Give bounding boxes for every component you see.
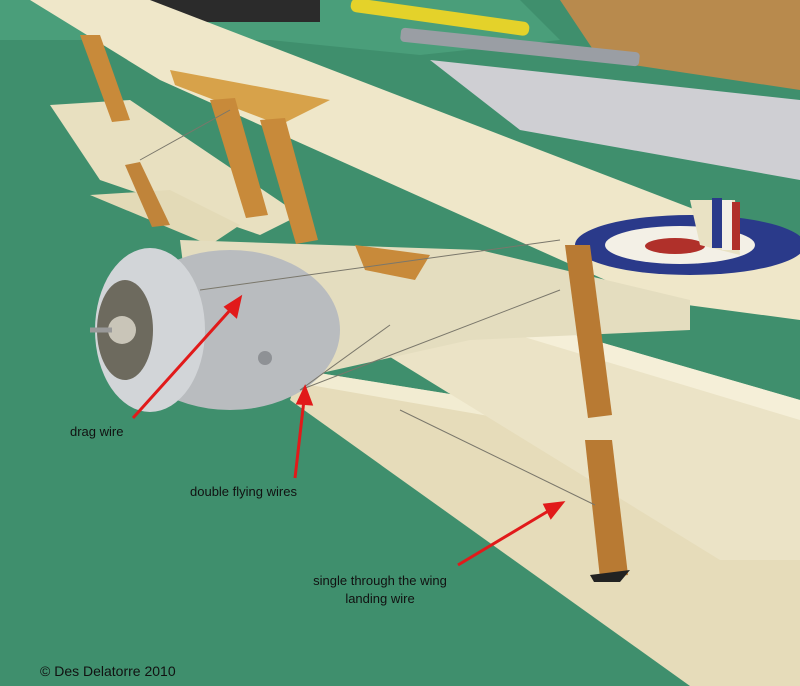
- cowling-bolt: [258, 351, 272, 365]
- drag-wire-label: drag wire: [70, 424, 124, 439]
- landing-wire-arrow: [457, 508, 551, 567]
- strut-center-1: [210, 98, 268, 218]
- strut-right-upper: [565, 245, 612, 418]
- drag-wire-arrowhead: [223, 294, 243, 319]
- double-flying-wires-label: double flying wires: [190, 484, 297, 499]
- strut-center-2: [260, 118, 318, 244]
- strut-right-lower: [585, 440, 628, 578]
- tail-stripe-white: [722, 200, 732, 250]
- landing-wire-label-line2: landing wire: [345, 591, 415, 606]
- cockpit-coaming: [355, 245, 430, 280]
- strut-foot: [590, 570, 630, 582]
- flying-wires-arrowhead: [295, 384, 314, 406]
- tail-stripe-blue: [712, 198, 722, 248]
- strut-left-upper: [80, 35, 130, 122]
- drag-wire-arrow: [131, 306, 234, 420]
- engine-hub: [108, 316, 136, 344]
- yellow-tool-handle: [350, 0, 530, 36]
- top-wing-patch: [170, 70, 330, 125]
- landing-wire-label: single through the wing landing wire: [290, 572, 470, 608]
- strut-left-lower: [125, 162, 170, 227]
- landing-wire-arrowhead: [542, 501, 566, 520]
- metal-file: [400, 27, 640, 67]
- roundel-red-center: [645, 238, 705, 254]
- annotation-arrows: [131, 294, 566, 567]
- left-middle-wing: [50, 100, 300, 235]
- rigging-wires: [139, 109, 596, 506]
- workbench-paper: [430, 60, 800, 180]
- tail-stripe-red: [732, 202, 740, 250]
- wooden-ruler: [560, 0, 800, 90]
- flying-wires-arrow: [293, 399, 306, 479]
- landing-wire-label-line1: single through the wing: [313, 573, 447, 588]
- copyright-notice: © Des Delatorre 2010: [40, 663, 176, 679]
